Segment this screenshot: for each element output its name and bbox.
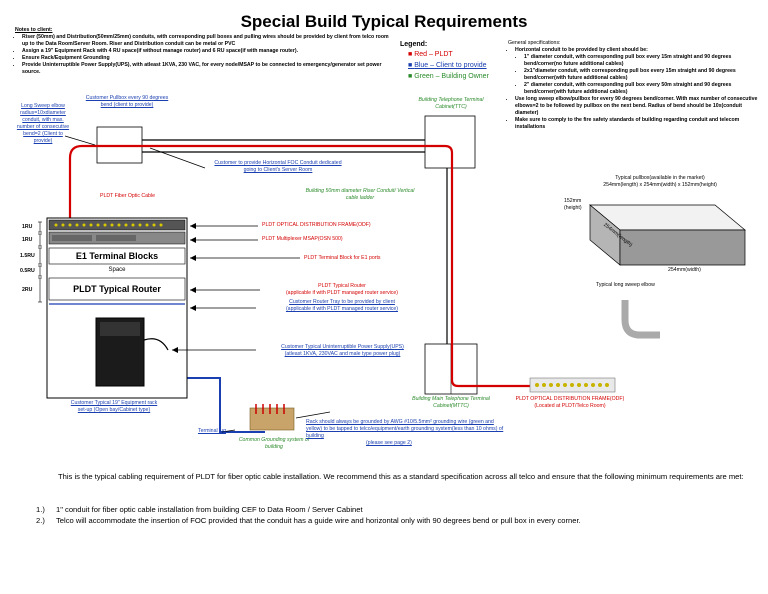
label-ups: Customer Typical Uninterruptible Power S… <box>281 344 404 358</box>
footer-item: 2.)Telco will accommodate the insertion … <box>36 516 581 525</box>
general-subitem: 1" diameter conduit, with corresponding … <box>524 54 760 68</box>
rack-router-label: PLDT Typical Router <box>73 284 161 294</box>
footer-list: 1.)1" conduit for fiber optic cable inst… <box>36 504 756 526</box>
label-odf: PLDT OPTICAL DISTRIBUTION FRAME(ODF) <box>262 222 371 228</box>
notes-heading: Notes to client: <box>15 27 53 33</box>
label-rack-caption: Customer Typical 19" Equipment rack set-… <box>70 400 158 414</box>
general-specs: General specifications: Horizontal condu… <box>508 40 760 131</box>
label-ttc: Building Telephone Terminal Cabinet(TTC) <box>418 97 484 111</box>
legend-green: ■ Green – Building Owner <box>408 73 489 81</box>
label-elbow: Typical long sweep elbow <box>596 282 655 288</box>
general-heading: General specifications: <box>508 40 561 46</box>
elbow-drawing <box>621 300 660 339</box>
label-dim-width: 254mm(width) <box>668 267 701 273</box>
label-dim-height: 152mm (height) <box>564 198 582 212</box>
label-horizontal-conduit: Customer to provide Horizontal FOC Condu… <box>214 160 342 174</box>
label-riser: Building 50mm diameter Riser Conduit/ Ve… <box>305 188 415 202</box>
label-router: PLDT Typical Router(applicable if with P… <box>285 283 399 297</box>
label-customer-pullbox: Customer Pullbox every 90 degrees bend (… <box>85 95 169 109</box>
ru-label: 1.5RU <box>20 253 35 259</box>
ru-label: 1RU <box>22 224 33 230</box>
general-item: Make sure to comply to the fire safety s… <box>515 117 760 131</box>
label-mttc: Building Main Telephone Terminal Cabinet… <box>412 396 490 410</box>
footer-paragraph: This is the typical cabling requirement … <box>58 472 744 481</box>
ttc-box <box>424 115 476 169</box>
legend-heading: Legend: <box>400 41 428 48</box>
legend-blue: ■ Blue – Client to provide <box>408 62 487 70</box>
footer-item: 1.)1" conduit for fiber optic cable inst… <box>36 505 363 514</box>
pullbox-drawing <box>589 204 746 266</box>
label-msap: PLDT Multiplexer MSAP(OSN 500) <box>262 236 343 242</box>
label-pullbox: Typical pullbox(available in the market)… <box>603 175 717 189</box>
rack-space-label: Space <box>108 267 126 273</box>
ru-label: 0.5RU <box>20 268 35 274</box>
label-terminal-lug: Terminal lug <box>198 428 226 434</box>
label-odf-telco: PLDT OPTICAL DISTRIBUTION FRAME(ODF)(Loc… <box>515 396 625 410</box>
legend-red: ■ Red – PLDT <box>408 51 453 59</box>
grounding-bus <box>249 407 295 431</box>
note-item: Assign a 19" Equipment Rack with 4 RU sp… <box>22 48 395 55</box>
page-title: Special Build Typical Requirements <box>240 12 528 31</box>
notes-block: Notes to client: Riser (50mm) and Distri… <box>15 27 395 76</box>
label-terminal-block: PLDT Terminal Block for E1 ports <box>304 255 381 261</box>
ru-label: 2RU <box>22 287 33 293</box>
note-item: Ensure Rack/Equipment Grounding <box>22 55 395 62</box>
label-router-tray: Customer Router Tray to be provided by c… <box>285 299 399 313</box>
ru-label: 1RU <box>22 237 33 243</box>
fiber-cable-line <box>68 144 560 388</box>
rack-e1-label: E1 Terminal Blocks <box>75 251 159 261</box>
note-item: Riser (50mm) and Distribution(50mm/25mm)… <box>22 34 395 48</box>
note-item: Provide Uninterruptible Power Supply(UPS… <box>22 62 395 76</box>
label-ground-note: Rack should always be grounded by AWG #1… <box>306 419 504 447</box>
ground-wire <box>185 377 265 433</box>
general-subitem: 2" diameter conduit, with corresponding … <box>524 82 760 96</box>
label-long-sweep: Long Sweep elbow radius=10xdiameter cond… <box>16 103 70 145</box>
label-fiber-cable: PLDT Fiber Optic Cable <box>100 193 155 199</box>
label-grounding-bus: Common Grounding system of building <box>238 437 310 451</box>
general-item: Use long sweep elbow/pullbox for every 9… <box>515 96 760 117</box>
general-intro: Horizontal conduit to be provided by cli… <box>515 47 760 54</box>
legend: Legend: ■ Red – PLDT ■ Blue – Client to … <box>400 40 489 82</box>
general-subitem: 2x1"diameter conduit, with corresponding… <box>524 68 760 82</box>
